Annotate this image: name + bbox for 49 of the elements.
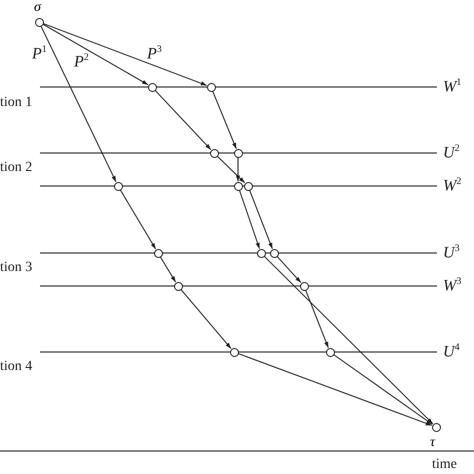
event-circle: [206, 82, 216, 92]
event-circle: [300, 282, 308, 290]
event-circle: [432, 422, 440, 432]
path-label: P$^{1}$: [32, 44, 47, 64]
event-circle: [270, 248, 278, 258]
section-label: tion 2: [0, 160, 32, 176]
section-label: tion 1: [0, 95, 32, 111]
line-label: U$^{2}$: [443, 143, 460, 162]
arrow: [42, 24, 149, 86]
event-circle: [148, 82, 156, 92]
event-circle: [244, 182, 252, 190]
arrow: [216, 156, 246, 184]
section-label: tion 3: [0, 260, 32, 276]
event-circle: [234, 182, 242, 190]
arrow: [180, 288, 232, 350]
arrow: [212, 90, 237, 150]
line-label: W$^{2}$: [443, 176, 462, 196]
arrow: [238, 353, 432, 426]
line-label: W$^{3}$: [443, 276, 462, 296]
arrow: [236, 157, 240, 182]
event-circle: [154, 248, 162, 258]
arrow: [333, 354, 433, 425]
event-circle: [174, 282, 182, 290]
event-circle: [256, 248, 266, 258]
arrow: [305, 290, 329, 348]
node-symbol: τ: [430, 435, 436, 451]
event-circle: [234, 148, 242, 158]
arrow: [42, 23, 208, 86]
line-label: W$^{1}$: [443, 77, 462, 96]
arrow: [249, 190, 273, 250]
arrow: [276, 256, 302, 284]
line-label: U$^{4}$: [443, 342, 460, 362]
path-label: P$^{3}$: [147, 44, 162, 64]
event-circle: [326, 348, 334, 356]
arrow: [238, 190, 260, 250]
axis-label: time: [432, 457, 457, 473]
event-circle: [114, 182, 122, 190]
arrow: [264, 256, 434, 424]
arrow: [160, 256, 176, 283]
section-label: tion 4: [0, 359, 32, 375]
line-label: U$^{3}$: [443, 243, 460, 262]
arrow: [40, 26, 117, 182]
path-label: P$^{2}$: [74, 52, 89, 72]
event-circle: [210, 148, 218, 158]
arrow: [154, 90, 212, 150]
node-symbol: σ: [34, 0, 41, 16]
event-circle: [230, 348, 238, 356]
event-circle: [34, 18, 44, 26]
arrow: [120, 189, 156, 250]
